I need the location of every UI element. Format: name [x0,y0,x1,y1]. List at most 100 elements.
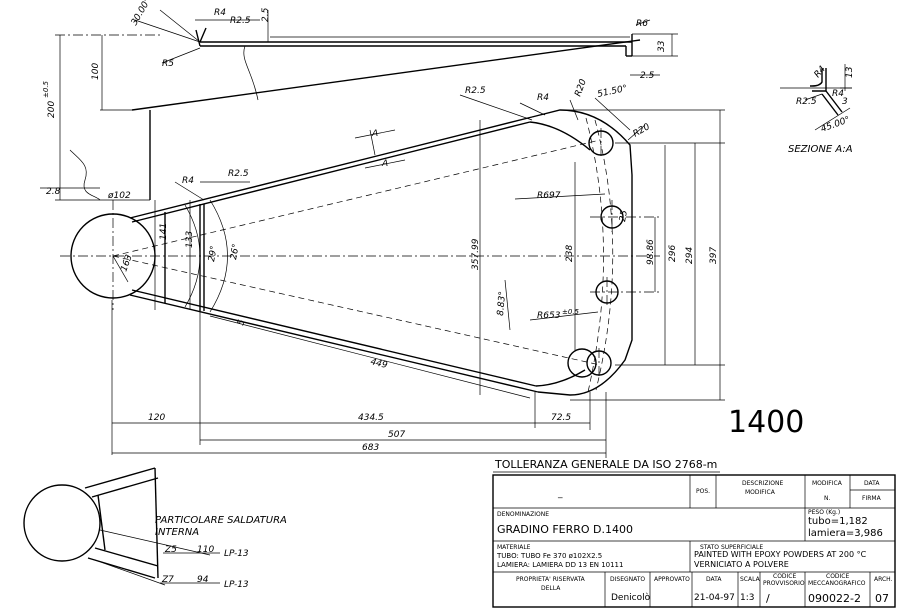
dim-r697: R697 [537,191,561,201]
title-block-frame [492,471,896,608]
dim-2-8: 2.8 [46,187,61,197]
tb-lbl-disegnato: DISEGNATO [610,576,645,583]
dim-25-hole: 25 [618,209,630,222]
weld-note-line2: INTERNA [155,527,199,538]
dim-29deg: 29° [207,245,220,262]
dim-200-tol: ±0.5 [42,80,50,98]
tb-lbl-scala: SCALA [740,576,761,583]
tb-stato2: VERNICIATO A POLVERE [694,560,789,569]
tb-materiale1: TUBO: TUBO Fe 370 ø102X2.5 [496,552,602,560]
dim-r25-mid: R2.5 [465,86,486,96]
cut-mark-a-bottom: A [381,159,388,169]
dim-51-50: 51.50° [597,84,629,100]
dim-133: 133 [185,231,195,248]
dim-294: 294 [685,247,695,264]
tb-lbl-codice-prov2: PROVVISORIO [763,580,805,587]
tb-lbl-materiale: MATERIALE [497,544,531,551]
dim-238: 238 [565,245,575,262]
dim-397: 397 [709,247,719,264]
dim-72-5: 72.5 [551,413,571,423]
tb-h-firma: FIRMA [862,495,882,502]
dim-434-5: 434.5 [358,413,384,423]
dim-phi102: ø102 [107,191,131,201]
tb-blank-dash: _ [557,489,563,499]
weld-note-line1: PARTICOLARE SALDATURA [155,515,287,526]
tb-lbl-stato: STATO SUPERFICIALE [700,544,763,551]
weld2-ref: LP-13 [224,580,249,590]
tb-lbl-data: DATA [706,576,722,583]
tb-lbl-denominazione: DENOMINAZIONE [497,511,549,518]
tb-h-data: DATA [864,480,880,487]
scale-mark: 1400 [728,405,804,440]
dim-98-86: 98.86 [646,239,656,265]
dim-30deg: 30.00° [130,0,154,27]
tb-lbl-proprieta2: DELLA [541,585,561,592]
dim-section-3: 3 [842,97,848,107]
dim-r25-top: R2.5 [230,16,251,26]
tb-codice-mecc: 090022-2 [808,592,861,605]
tb-data: 21-04-97 [694,593,735,603]
dim-141: 141 [159,223,169,240]
dim-section-45deg: 45.00° [820,115,852,135]
dim-25-right: 2.5 [640,71,655,81]
tb-peso-tubo: tubo=1,182 [808,516,868,527]
dim-r5: R5 [162,59,174,69]
dim-507: 507 [388,430,405,440]
tb-stato1: PAINTED WITH EPOXY POWDERS AT 200 °C [694,550,867,559]
tb-lbl-codice-mecc1: CODICE [826,573,849,580]
weld1-ref: LP-13 [224,549,249,559]
dim-25-top: 2.5 [261,7,271,22]
tb-lbl-approvato: APPROVATO [654,576,690,583]
side-view [40,9,678,201]
dim-r4-top: R4 [214,8,226,18]
section-detail [780,64,852,131]
dim-33: 33 [657,40,667,52]
dim-r20-b: R20 [632,122,653,140]
section-label: SEZIONE A:A [788,144,853,155]
dim-5: 5 [236,318,247,326]
dim-section-r4b: R4 [832,89,844,99]
tb-scala: 1:3 [740,593,754,603]
weld-detail [23,467,220,586]
tb-lbl-codice-mecc2: MECCANOGRAFICO [808,580,866,587]
tb-disegnato: Denicolò [611,592,651,603]
tb-h-mod: MODIFICA [812,480,843,487]
dim-r653: R653 [537,311,561,321]
tb-codice-prov: / [766,592,770,605]
weld1-size: Z5 [164,545,177,555]
dim-r25-left: R2.5 [228,169,249,179]
tb-h-pos: POS. [696,488,710,495]
tb-h-desc1: DESCRIZIONE [742,480,783,487]
dim-296: 296 [668,245,678,262]
dim-r20-a: R20 [573,78,589,98]
tb-h-mod-n: N. [824,495,830,502]
dim-100: 100 [91,63,101,80]
tb-h-desc2: MODIFICA [745,489,776,496]
dim-section-r25: R2.5 [796,97,817,107]
dim-449: 449 [369,357,388,371]
dim-357-99: 357.99 [471,238,481,270]
dim-section-13: 13 [845,66,855,78]
dim-26deg: 26° [229,243,242,260]
weld2-size: Z7 [161,575,174,585]
dim-683: 683 [362,443,379,453]
dim-r4-left: R4 [182,176,194,186]
dim-8-83deg: 8.83° [496,291,508,316]
weld2-length: 94 [197,575,209,585]
plan-view [60,94,725,458]
tb-lbl-peso: PESO (Kg.) [808,509,840,516]
tb-denominazione: GRADINO FERRO D.1400 [497,523,633,536]
weld1-length: 110 [197,545,214,555]
dim-r6: R6 [636,19,648,29]
tolerance-note: TOLLERANZA GENERALE DA ISO 2768-m [494,458,717,471]
dim-r653-tol: ±0.5 [562,308,580,316]
dim-200: 200 [47,101,57,118]
tb-lbl-arch: ARCH. [874,576,893,583]
tb-arch: 07 [875,592,889,605]
cut-mark-a-top: A [371,129,378,139]
tb-lbl-codice-prov1: CODICE [773,573,796,580]
tb-peso-lamiera: lamiera=3,986 [808,528,883,539]
dim-r4-mid: R4 [537,93,549,103]
tb-lbl-proprieta1: PROPRIETA' RISERVATA [516,576,586,583]
